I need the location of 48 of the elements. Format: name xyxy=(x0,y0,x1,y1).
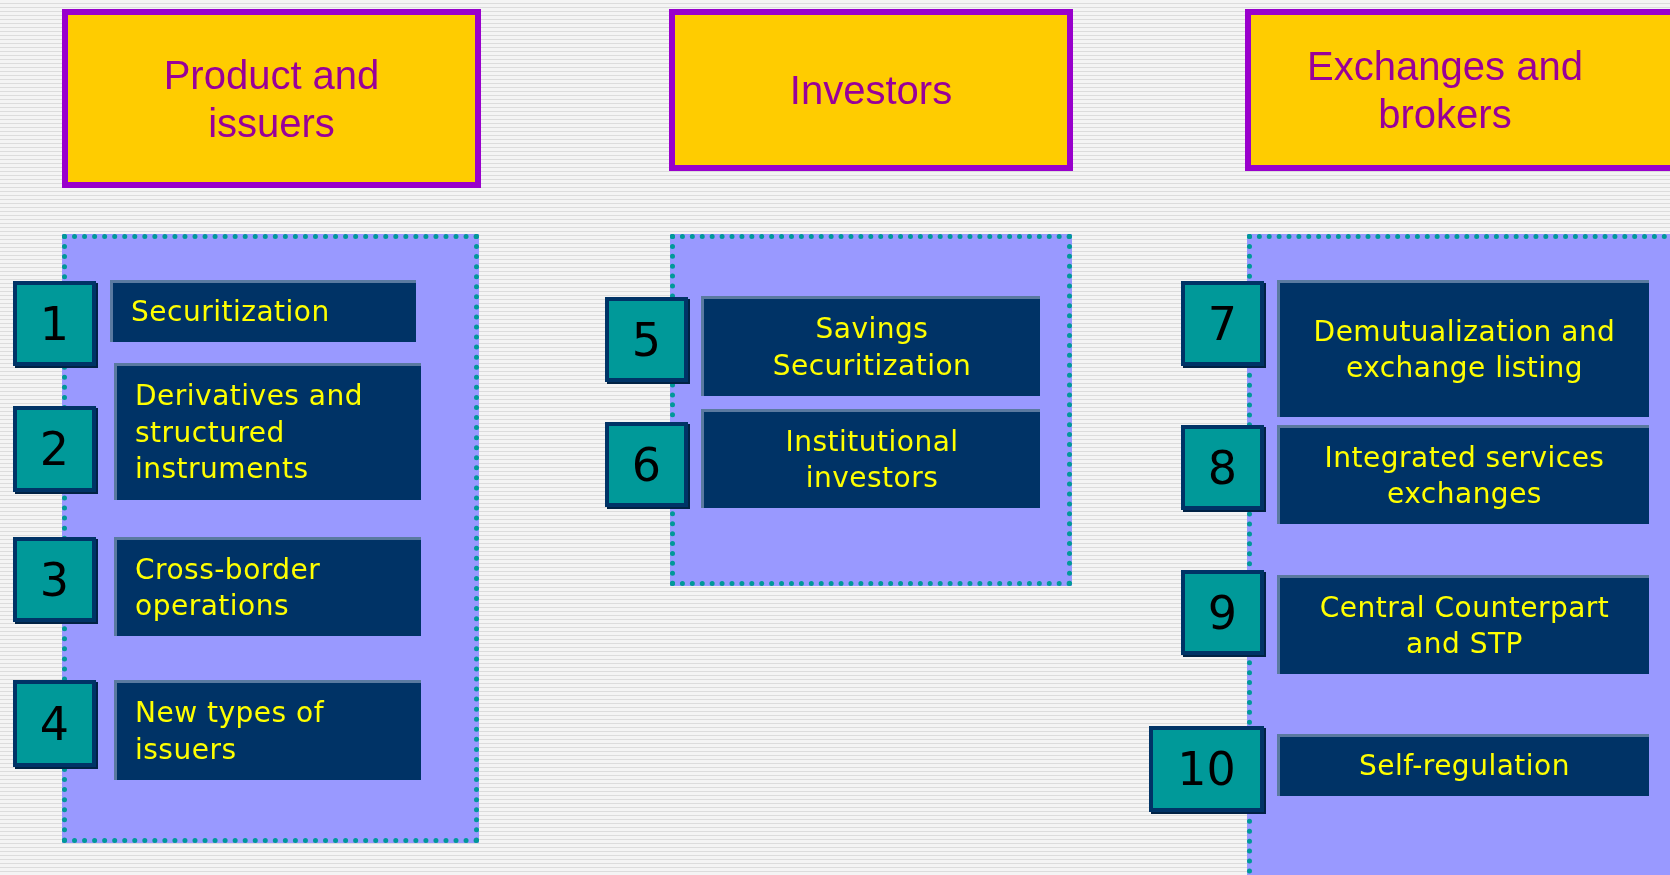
topic-text: Central Counterpart and STP xyxy=(1318,589,1611,662)
topic-box xyxy=(114,363,421,500)
number-badge xyxy=(605,297,688,382)
number-badge xyxy=(1181,281,1264,366)
topic-box xyxy=(1277,734,1649,796)
number-badge xyxy=(13,406,96,492)
number-label: 5 xyxy=(631,312,662,367)
number-label: 2 xyxy=(39,422,70,476)
topic-box xyxy=(114,680,421,780)
topic-text: Self-regulation xyxy=(1359,748,1570,785)
number-label: 1 xyxy=(39,296,70,351)
number-label: 8 xyxy=(1207,440,1238,495)
category-header xyxy=(1245,9,1670,171)
topic-box xyxy=(114,537,421,636)
topic-text: Derivatives and structured instruments xyxy=(135,378,365,488)
topic-text: Institutional investors xyxy=(784,423,960,496)
header-text: Exchanges and brokers xyxy=(1306,43,1584,138)
number-badge xyxy=(1181,570,1264,655)
number-badge xyxy=(1149,726,1264,812)
group-panel xyxy=(670,234,1072,586)
number-badge xyxy=(605,422,688,507)
category-header xyxy=(62,9,481,188)
topic-box xyxy=(1277,425,1649,524)
header-text: Investors xyxy=(789,67,953,114)
topic-box xyxy=(1277,280,1649,417)
topic-text: Savings Securitization xyxy=(771,311,973,384)
header-text: Product and issuers xyxy=(162,51,381,147)
topic-text: Demutualization and exchange listing xyxy=(1312,313,1617,386)
number-label: 3 xyxy=(39,552,70,607)
category-header xyxy=(669,9,1073,171)
number-label: 6 xyxy=(631,437,662,492)
number-label: 9 xyxy=(1207,585,1238,640)
number-badge xyxy=(1181,425,1264,510)
topic-text: Cross-border operations xyxy=(135,551,322,624)
number-label: 10 xyxy=(1177,742,1236,796)
number-badge xyxy=(13,680,96,767)
topic-text: New types of issuers xyxy=(135,695,325,768)
number-badge xyxy=(13,281,96,366)
topic-box xyxy=(110,280,416,342)
group-panel xyxy=(1247,234,1670,875)
number-badge xyxy=(13,537,96,622)
topic-box xyxy=(1277,575,1649,674)
number-label: 4 xyxy=(39,696,70,751)
topic-text: Securitization xyxy=(131,294,330,331)
topic-text: Integrated services exchanges xyxy=(1323,439,1606,512)
number-label: 7 xyxy=(1207,296,1238,351)
topic-box xyxy=(701,409,1040,508)
topic-box xyxy=(701,296,1040,396)
